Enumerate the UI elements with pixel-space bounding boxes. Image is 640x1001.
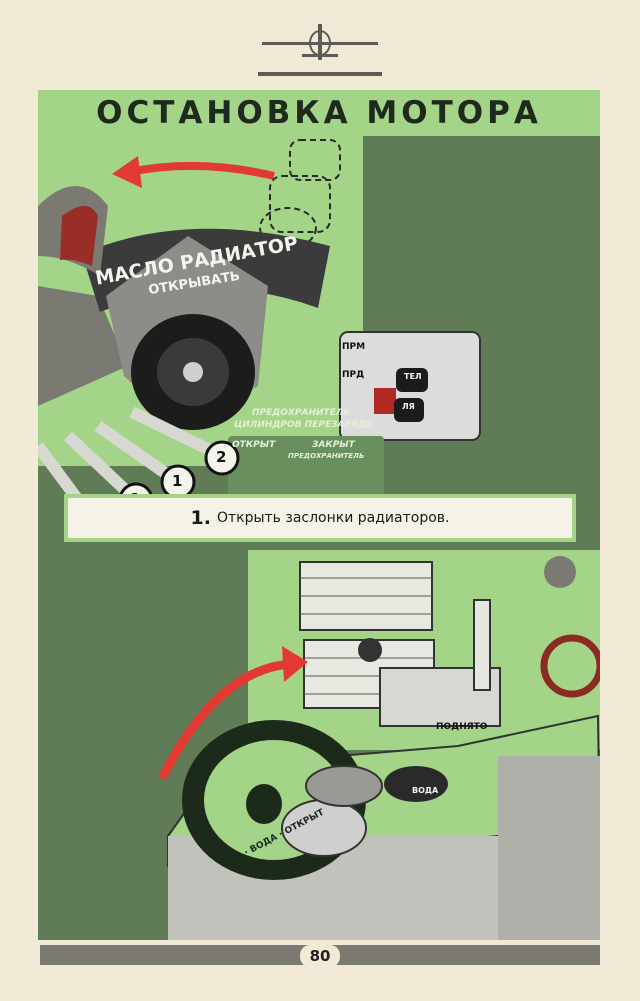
caption-step-number: 1.: [190, 507, 211, 529]
knob-label-tel: ТЕЛ: [404, 372, 422, 381]
page-number: 80: [300, 945, 340, 967]
lever-number-4: 2: [216, 448, 227, 466]
switch-label-prm: ПРМ: [342, 342, 366, 352]
caption-text: Открыть заслонки радиаторов.: [216, 510, 450, 526]
switch-label-prd: ПРД: [342, 370, 365, 380]
gauge-label-water: ВОДА: [412, 786, 439, 795]
instruction-caption: 1. Открыть заслонки радиаторов.: [64, 494, 576, 542]
airplane-emblem-icon: [258, 24, 382, 76]
panel-text-recharge: ЦИЛИНДРОВ ПЕРЕЗАРЯДК: [234, 420, 374, 430]
panel-text-fuse: ПРЕДОХРАНИТЕЛЬ: [252, 408, 351, 418]
panel-text-fuse-small: ПРЕДОХРАНИТЕЛЬ: [288, 452, 365, 460]
illustration-plate: ОСТАНОВКА МОТОРА: [38, 90, 600, 940]
lever-label-raised: ПОДНЯТО: [436, 722, 488, 732]
panel-text-closed: ЗАКРЫТ: [312, 440, 355, 450]
lever-number-3: 1: [172, 472, 183, 490]
radiator-control-panel-illustration: [38, 536, 600, 940]
page-title: ОСТАНОВКА МОТОРА: [38, 90, 600, 136]
knob-label-lya: ЛЯ: [402, 402, 415, 411]
radiator-handle-illustration: [38, 136, 600, 536]
panel-text-open: ОТКРЫТ: [232, 440, 276, 450]
